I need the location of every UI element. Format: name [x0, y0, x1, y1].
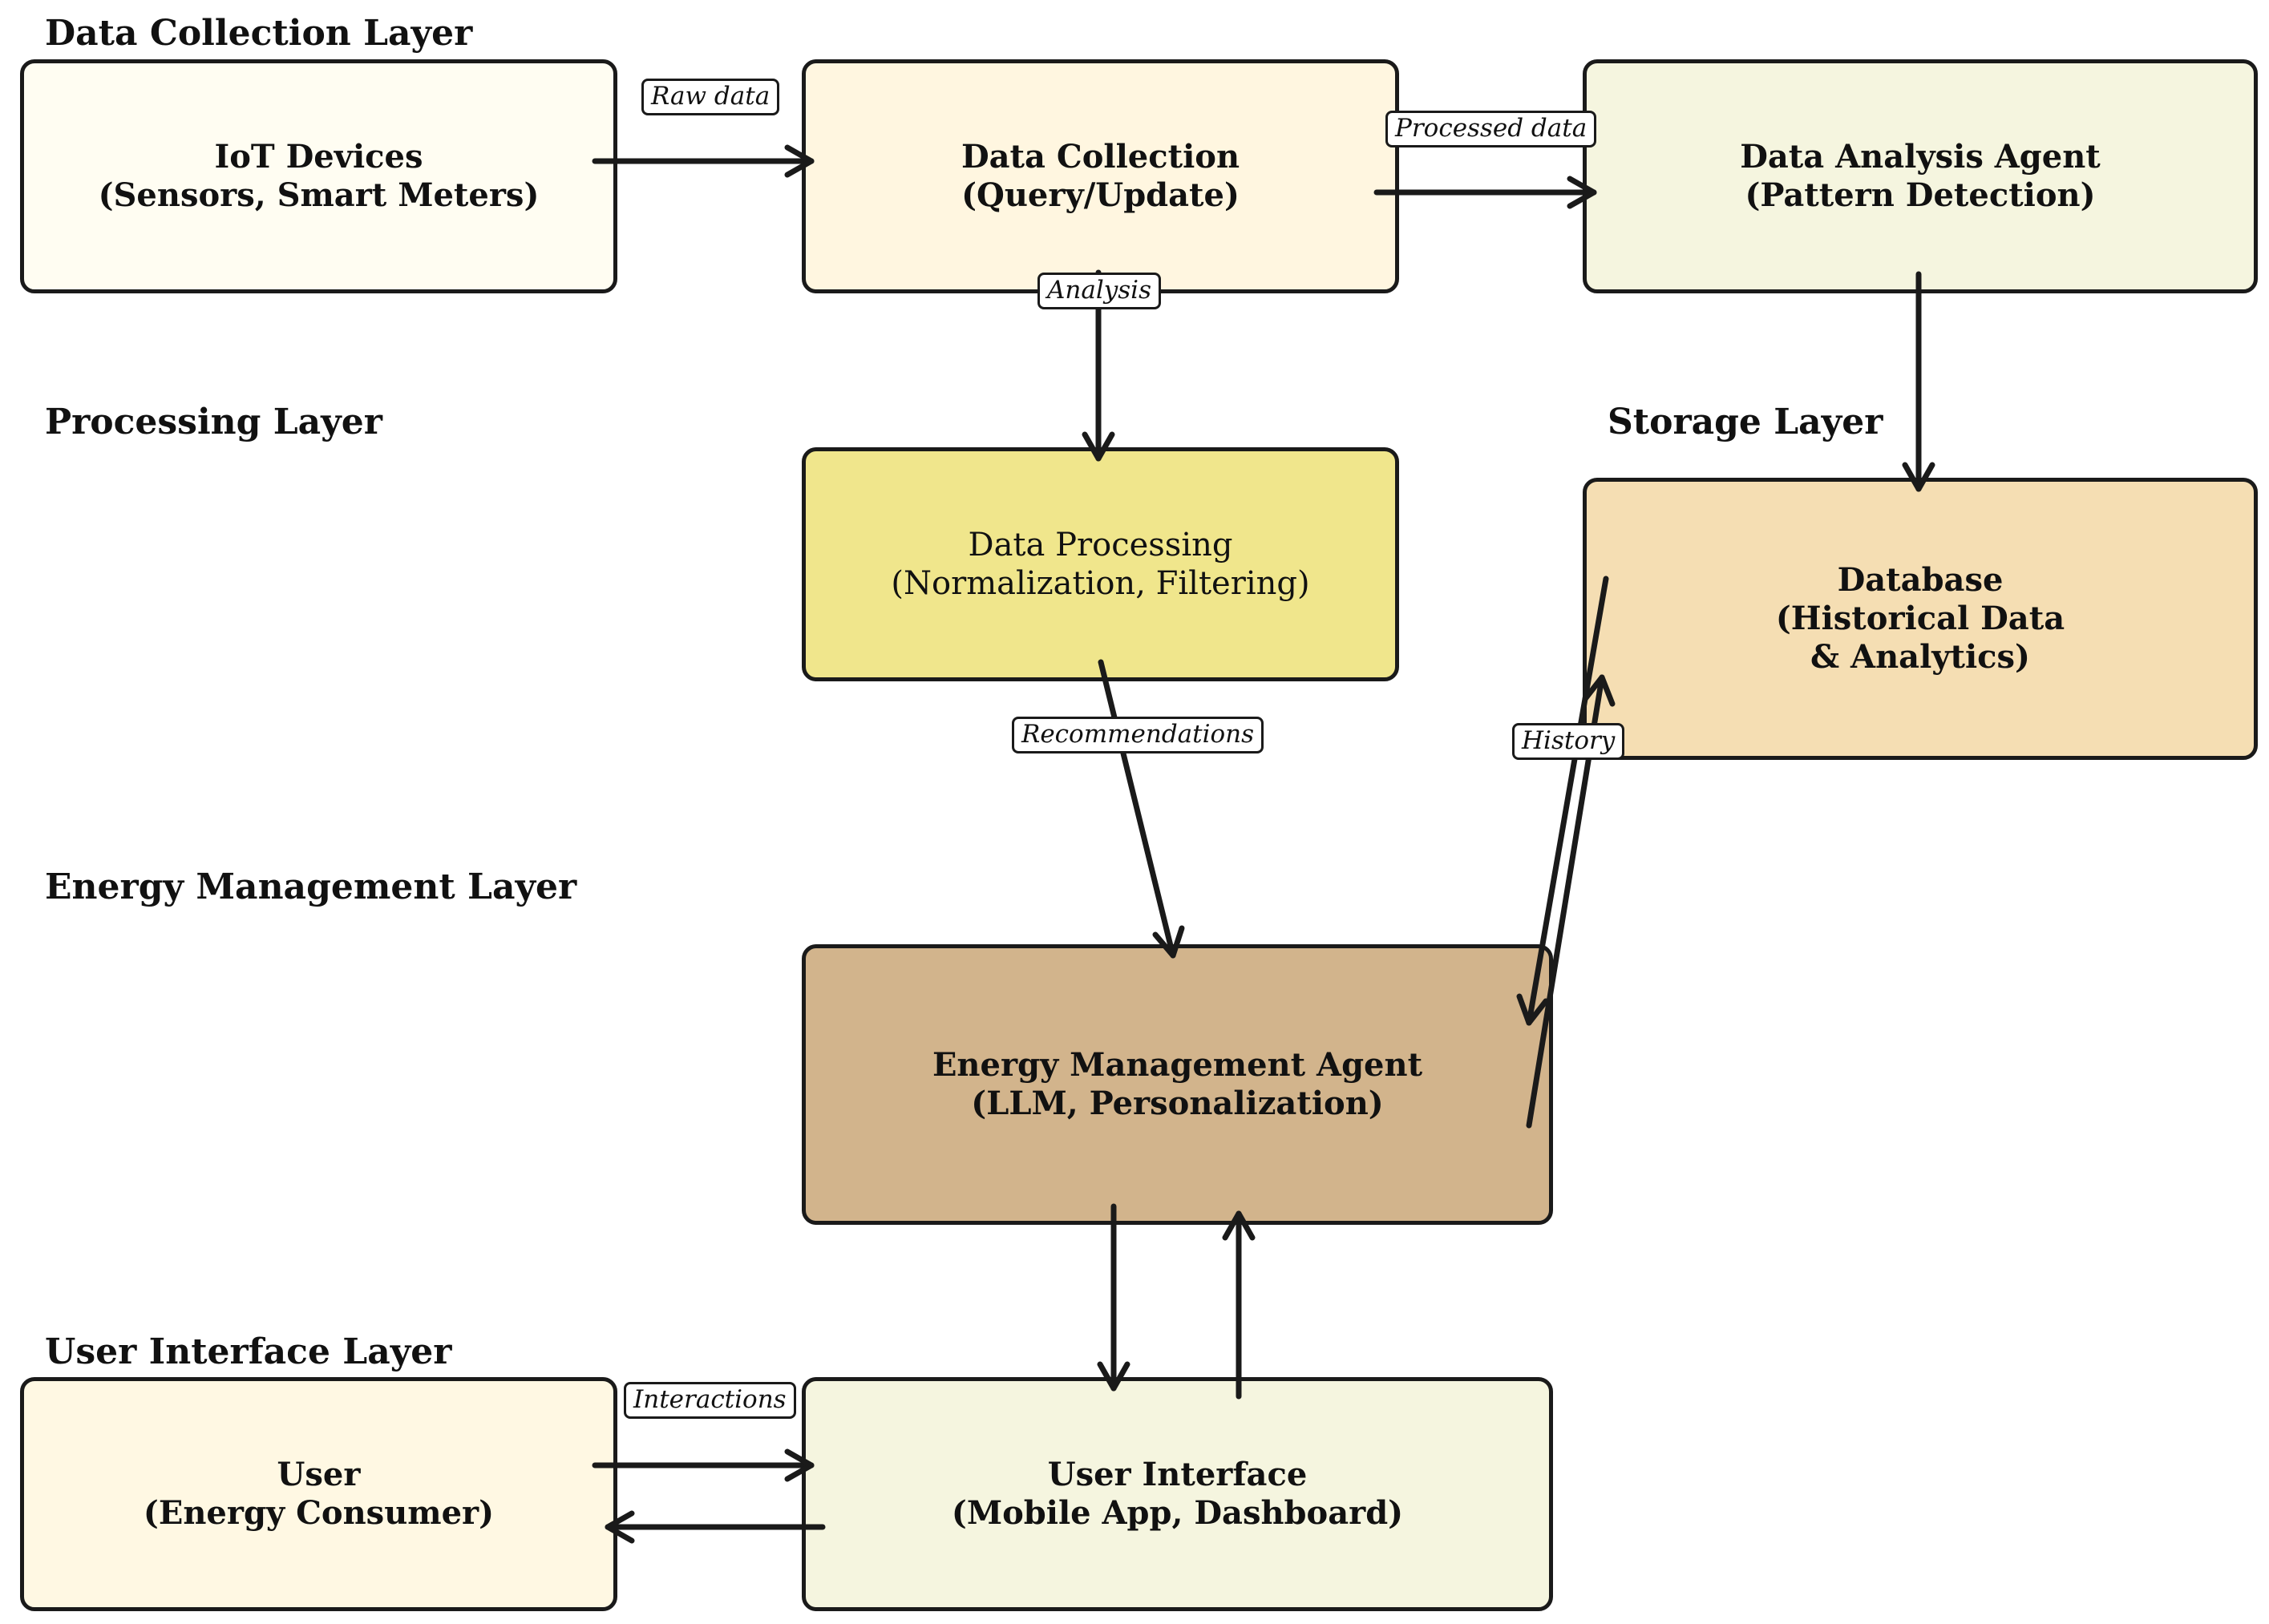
node-data-analysis-agent-label: Data Analysis Agent (Pattern Detection) — [1740, 138, 2101, 214]
arrowhead-collection-to-processing — [1082, 431, 1115, 462]
arrowhead-energy-agent-to-ui — [1097, 1361, 1130, 1392]
arrowhead-ui-to-user — [605, 1510, 635, 1544]
node-user-interface: User Interface (Mobile App, Dashboard) — [802, 1377, 1553, 1611]
edge-label-raw-data: Raw data — [641, 79, 780, 115]
layer-title-storage: Storage Layer — [1608, 402, 1883, 442]
node-energy-management-agent-label: Energy Management Agent (LLM, Personaliz… — [932, 1046, 1423, 1122]
node-user: User (Energy Consumer) — [20, 1377, 617, 1611]
node-data-collection-label: Data Collection (Query/Update) — [961, 138, 1240, 214]
arrowhead-user-to-ui — [784, 1448, 815, 1482]
arrowhead-iot-to-collection — [784, 144, 815, 178]
node-database-label: Database (Historical Data & Analytics) — [1775, 561, 2065, 676]
layer-title-processing: Processing Layer — [45, 402, 382, 442]
node-data-collection: Data Collection (Query/Update) — [802, 59, 1399, 293]
edge-label-interactions: Interactions — [624, 1382, 796, 1419]
edge-label-processed-data: Processed data — [1385, 111, 1597, 147]
edge-label-recommendations: Recommendations — [1012, 717, 1264, 753]
node-data-processing-label: Data Processing (Normalization, Filterin… — [891, 527, 1310, 602]
arrowhead-analysis-agent-to-database — [1902, 462, 1935, 492]
edge-label-analysis: Analysis — [1037, 273, 1161, 309]
node-energy-management-agent: Energy Management Agent (LLM, Personaliz… — [802, 944, 1553, 1225]
arrowhead-energy-agent-to-database — [1582, 674, 1616, 707]
arrowhead-database-to-energy-agent — [1516, 993, 1549, 1026]
node-iot-devices-label: IoT Devices (Sensors, Smart Meters) — [98, 138, 540, 214]
node-data-analysis-agent: Data Analysis Agent (Pattern Detection) — [1583, 59, 2258, 293]
node-user-label: User (Energy Consumer) — [143, 1456, 495, 1532]
arrowhead-collection-to-analysis-agent — [1567, 176, 1597, 209]
node-database: Database (Historical Data & Analytics) — [1583, 478, 2258, 760]
arrow-processing-to-energy-agent — [1098, 659, 1176, 959]
arrowhead-processing-to-energy-agent — [1152, 925, 1185, 959]
layer-title-data-collection: Data Collection Layer — [45, 13, 473, 54]
arrowhead-ui-to-energy-agent — [1222, 1210, 1256, 1241]
layer-title-energy-management: Energy Management Layer — [45, 867, 577, 907]
layer-title-user-interface: User Interface Layer — [45, 1331, 452, 1372]
arrow-database-to-energy-agent — [1526, 576, 1609, 1026]
node-user-interface-label: User Interface (Mobile App, Dashboard) — [951, 1456, 1404, 1532]
edge-label-history: History — [1512, 723, 1625, 760]
node-iot-devices: IoT Devices (Sensors, Smart Meters) — [20, 59, 617, 293]
